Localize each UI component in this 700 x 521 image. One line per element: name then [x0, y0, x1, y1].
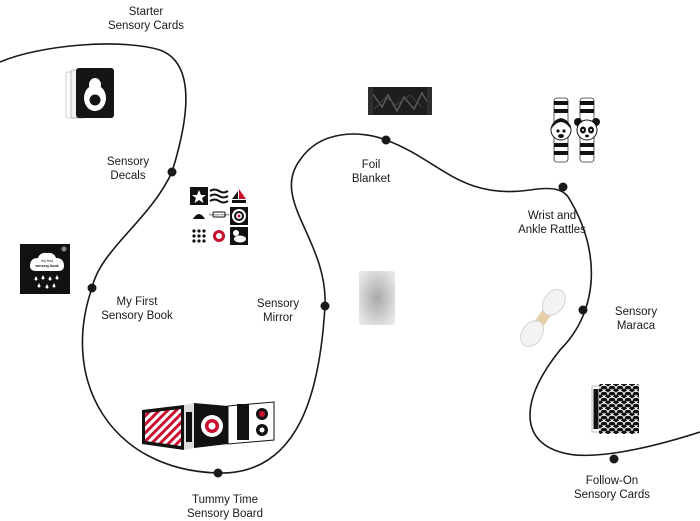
- sensory-maraca-image: [520, 289, 566, 347]
- sensory-decals-image: Sensory decals: [190, 187, 248, 245]
- starter-sensory-cards-image: [65, 68, 114, 119]
- foil-blanket-image: [368, 87, 432, 115]
- milestone-dot-follow-on-sensory-cards: [609, 454, 619, 464]
- milestone-dot-wrist-and-ankle-rattles: [558, 182, 568, 192]
- wrist-and-ankle-rattles-image: [550, 97, 600, 163]
- sensory-mirror-image: [359, 271, 395, 325]
- my-first-sensory-book-image: my first sensory book: [20, 244, 70, 294]
- milestone-dot-my-first-sensory-book: [87, 283, 97, 293]
- milestone-dot-sensory-decals: [167, 167, 177, 177]
- milestone-dot-sensory-mirror: [320, 301, 330, 311]
- decal-sticker-text: Sensory decals: [209, 213, 230, 217]
- milestone-dot-tummy-time-sensory-board: [213, 468, 223, 478]
- follow-on-sensory-cards-image: [591, 384, 639, 434]
- book-cover-line-1: my first: [41, 259, 53, 263]
- book-cover-line-2: sensory book: [35, 264, 58, 268]
- tummy-time-sensory-board-image: [142, 401, 275, 450]
- milestone-dot-foil-blanket: [381, 135, 391, 145]
- milestone-dot-sensory-maraca: [578, 305, 588, 315]
